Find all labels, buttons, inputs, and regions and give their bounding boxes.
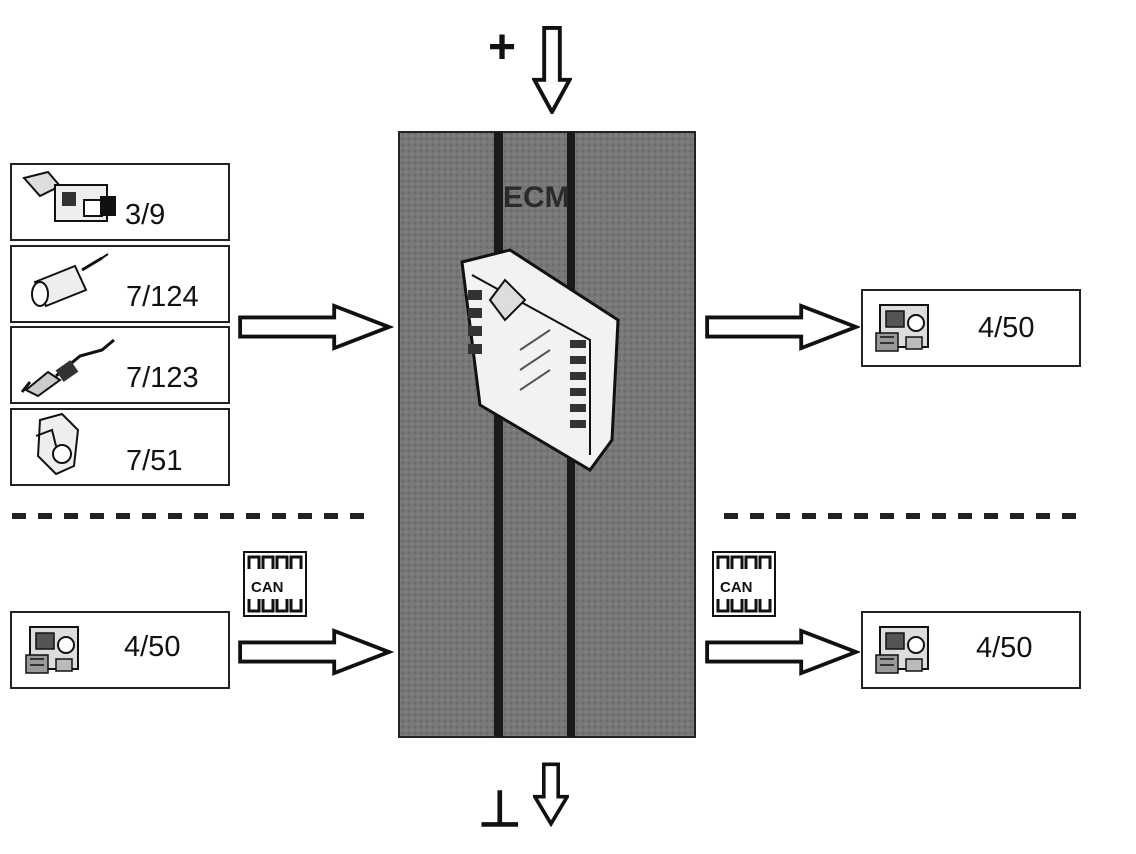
output-arrow-top: [705, 303, 858, 351]
cable-sensor-icon: [20, 338, 115, 398]
can-input-label: 4/50: [124, 631, 180, 663]
ecm-panel: ECM: [398, 131, 696, 738]
can-output-arrow: [705, 628, 858, 676]
power-plus-symbol: +: [488, 21, 516, 74]
ground-symbol: ⊥: [478, 781, 522, 837]
input-label-3-9: 3/9: [125, 199, 165, 231]
input-box-7-51: 7/51: [10, 408, 230, 486]
output-box-top: 4/50: [861, 289, 1081, 367]
can-badge-right-text: CAN: [720, 579, 753, 596]
ground-output-arrow: [533, 762, 569, 826]
can-badge-right: CAN: [712, 551, 776, 617]
input-box-3-9: 3/9: [10, 163, 230, 241]
can-output-label: 4/50: [976, 632, 1032, 664]
input-box-7-124: 7/124: [10, 245, 230, 323]
ecm-unit-icon: [460, 248, 620, 472]
control-module-icon: [874, 303, 930, 353]
can-input-box: 4/50: [10, 611, 230, 689]
position-sensor-icon: [35, 412, 80, 476]
control-module-icon: [24, 625, 80, 675]
can-output-box: 4/50: [861, 611, 1081, 689]
sensor-connector-icon: [22, 170, 116, 222]
input-label-7-124: 7/124: [126, 281, 199, 313]
can-badge-left: CAN: [243, 551, 307, 617]
input-label-7-51: 7/51: [126, 445, 182, 477]
input-label-7-123: 7/123: [126, 362, 199, 394]
can-badge-left-text: CAN: [251, 579, 284, 596]
input-sensors: 3/9 7/124 7/123: [10, 163, 230, 486]
ecm-stripe-left: [494, 132, 503, 737]
input-box-7-123: 7/123: [10, 326, 230, 404]
can-input-arrow: [238, 628, 391, 676]
power-input-arrow: [532, 26, 572, 114]
output-label-top: 4/50: [978, 312, 1034, 344]
ecm-label: ECM: [503, 181, 570, 214]
control-module-icon: [874, 625, 930, 675]
cylinder-sensor-icon: [31, 253, 109, 308]
sensor-input-arrow: [238, 303, 391, 351]
